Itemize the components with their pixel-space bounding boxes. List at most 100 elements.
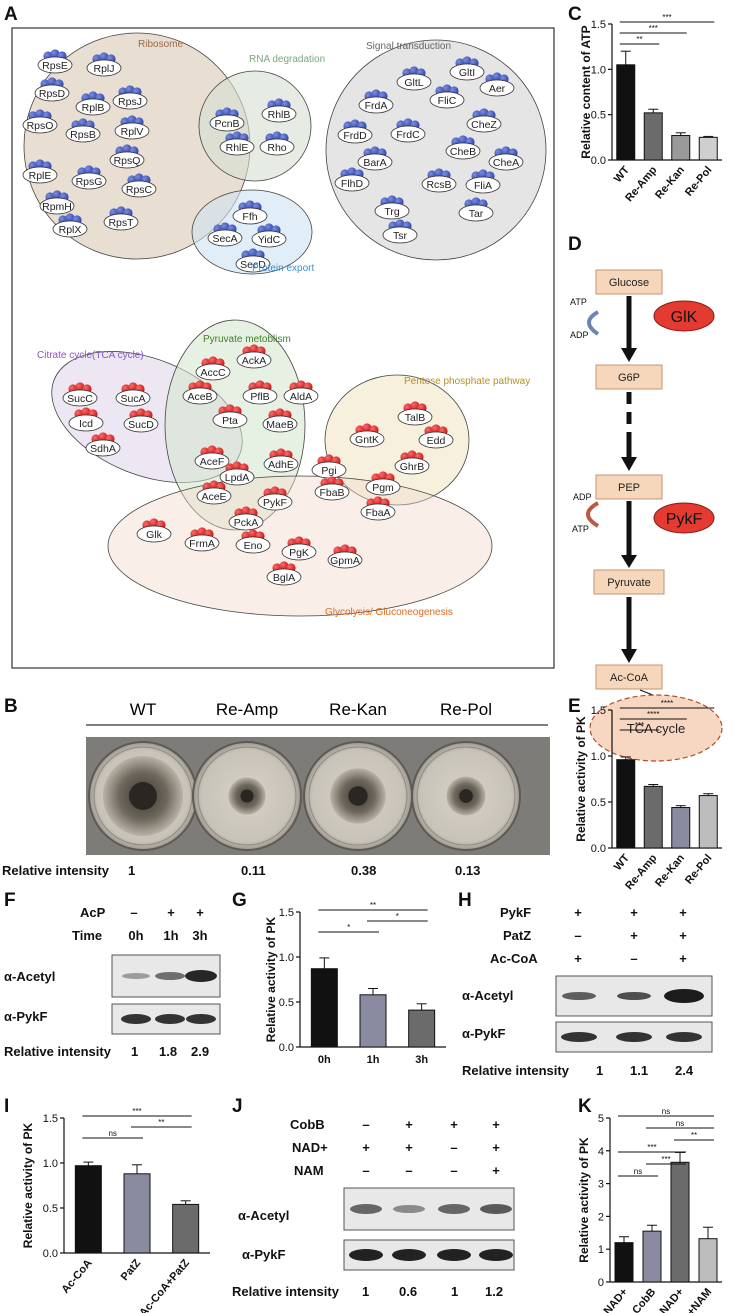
protein-label: RpsQ xyxy=(114,155,141,167)
intensity-j-1: 1 xyxy=(362,1284,369,1299)
h-row-label-accoa: Ac-CoA xyxy=(490,951,538,966)
enzyme-glk: GlK xyxy=(653,300,715,332)
blue-node-dot xyxy=(350,119,360,129)
protein-node: CheB xyxy=(445,135,481,160)
protein-node-ellipse xyxy=(334,174,370,192)
j-cobb-3: + xyxy=(450,1117,458,1132)
bar xyxy=(671,807,691,849)
j-band-acetyl-3 xyxy=(438,1204,470,1214)
f-time-1: 0h xyxy=(128,928,143,943)
protein-node-ellipse xyxy=(235,536,271,554)
tca-cycle: TCA cycle xyxy=(589,694,723,762)
protein-node: PckA xyxy=(228,506,264,531)
protein-label: RcsB xyxy=(426,179,451,191)
protein-node: Eno xyxy=(235,529,271,554)
protein-node: FrdA xyxy=(358,89,394,114)
protein-label: CheZ xyxy=(471,119,497,131)
protein-node: Rho xyxy=(259,131,295,156)
protein-node-ellipse xyxy=(397,408,433,426)
protein-node-ellipse xyxy=(390,125,426,143)
blue-node-dot xyxy=(232,131,242,141)
bar xyxy=(359,994,387,1048)
blue-node-dot xyxy=(248,248,258,258)
agar-plate xyxy=(88,741,198,851)
bar xyxy=(310,968,338,1048)
protein-label: Rho xyxy=(267,142,286,154)
j-blot-label-acetyl: α-Acetyl xyxy=(238,1208,289,1223)
node-pep: PEP xyxy=(595,474,663,500)
panel-d-pathway: Glucose G6P PEP Pyruvate Ac-CoA ATP ADP … xyxy=(570,269,723,762)
colony-center xyxy=(348,786,368,806)
protein-node-ellipse xyxy=(207,229,243,247)
protein-node-ellipse xyxy=(458,204,494,222)
protein-label: SecD xyxy=(240,259,266,271)
significance-label: *** xyxy=(132,1107,141,1116)
significance-label: * xyxy=(396,912,399,921)
h-patz-1: – xyxy=(574,928,581,943)
protein-label: RpsD xyxy=(39,88,66,100)
protein-node: FlhD xyxy=(334,167,370,192)
protein-node-ellipse xyxy=(65,125,101,143)
plate-rim xyxy=(308,746,408,846)
significance-label: **** xyxy=(647,710,659,719)
y-axis-label: Relative activity of PK xyxy=(574,716,588,842)
category-label-ribosome: Ribosome xyxy=(138,39,183,50)
significance-label: ns xyxy=(108,1129,116,1138)
h-patz-2: + xyxy=(630,928,638,943)
x-tick-label: 1h xyxy=(367,1054,380,1066)
protein-node: AceE xyxy=(196,480,232,505)
protein-label: SucC xyxy=(67,393,93,405)
y-tick-label: 0.0 xyxy=(591,843,606,855)
f-blot-label-pykf: α-PykF xyxy=(4,1009,47,1024)
protein-node: RpsG xyxy=(71,165,107,190)
y-tick-label: 4 xyxy=(598,1146,604,1158)
f-band-pykf-1 xyxy=(121,1014,151,1024)
protein-node-ellipse xyxy=(365,478,401,496)
j-nad-3: – xyxy=(450,1140,457,1155)
significance-label: *** xyxy=(662,13,671,22)
protein-label: PcnB xyxy=(214,118,239,130)
j-nam-4: + xyxy=(492,1163,500,1178)
blue-node-dot xyxy=(134,173,144,183)
protein-node: RplB xyxy=(75,91,111,116)
h-blot-label-pykf: α-PykF xyxy=(462,1026,505,1041)
protein-node-ellipse xyxy=(314,483,350,501)
f-band-acetyl-1 xyxy=(122,973,150,979)
f-acp-2: + xyxy=(167,905,175,920)
protein-label: CheA xyxy=(493,157,519,169)
bar xyxy=(698,795,718,849)
protein-node: GltL xyxy=(396,66,432,91)
bar xyxy=(671,135,691,161)
colony-center xyxy=(240,789,254,803)
protein-node: SecA xyxy=(207,222,243,247)
blue-node-dot xyxy=(370,146,380,156)
f-row-label-acp: AcP xyxy=(80,905,106,920)
bar xyxy=(616,759,636,849)
f-acp-1: – xyxy=(130,905,137,920)
protein-node-ellipse xyxy=(34,84,70,102)
j-row-label-nam: NAM xyxy=(294,1163,324,1178)
protein-node: Icd xyxy=(68,407,104,432)
agar-plate xyxy=(303,741,413,851)
h-pykf-2: + xyxy=(630,905,638,920)
red-node-dot xyxy=(75,382,85,392)
protein-node-ellipse xyxy=(121,180,157,198)
bar xyxy=(74,1165,102,1254)
protein-node: FbaA xyxy=(360,496,396,521)
protein-label: RpsB xyxy=(70,129,96,141)
red-node-dot xyxy=(270,486,280,496)
intensity-b-3: 0.38 xyxy=(351,863,376,878)
f-row-label-time: Time xyxy=(72,928,102,943)
intensity-f-2: 1.8 xyxy=(159,1044,177,1059)
protein-label: SucA xyxy=(120,393,145,405)
blue-node-dot xyxy=(52,190,62,200)
protein-node-ellipse xyxy=(479,79,515,97)
protein-node-ellipse xyxy=(136,525,172,543)
blue-node-dot xyxy=(65,213,75,223)
protein-label: GhrB xyxy=(400,461,425,473)
y-axis-label: Relative activity of PK xyxy=(21,1122,35,1248)
significance-label: ns xyxy=(662,1107,670,1116)
red-node-dot xyxy=(128,382,138,392)
